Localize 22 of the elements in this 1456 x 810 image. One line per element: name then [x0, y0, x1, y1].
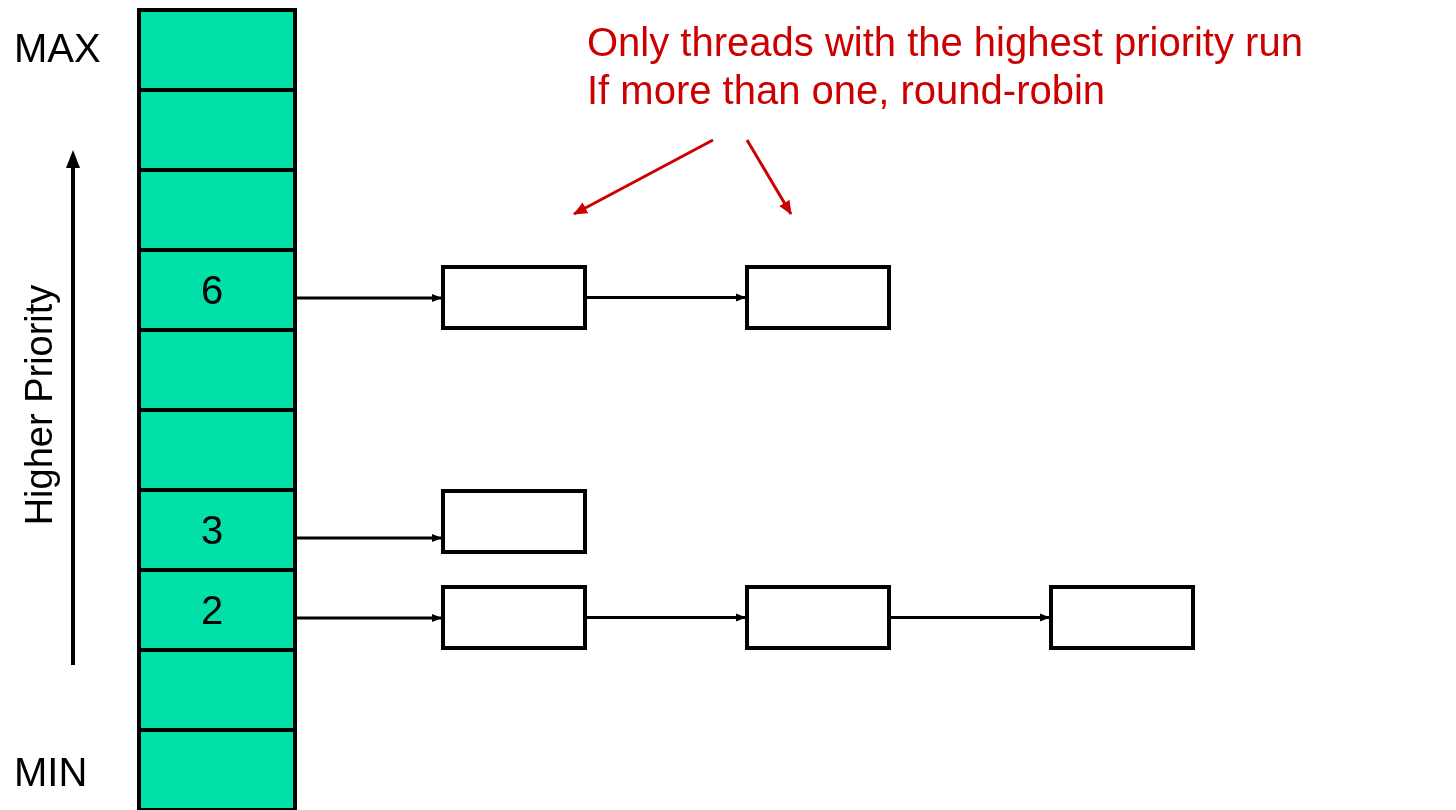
arrow [297, 534, 442, 542]
arrow [297, 294, 442, 302]
arrow [587, 293, 746, 302]
thread-box [441, 265, 587, 330]
arrow [573, 138, 714, 216]
arrow [891, 613, 1050, 622]
max-label: MAX [14, 28, 101, 68]
priority-number: 3 [200, 510, 224, 550]
thread-box [745, 585, 891, 650]
arrow [745, 139, 793, 215]
axis-label: Higher Priority [20, 284, 58, 526]
priority-number: 2 [200, 590, 224, 630]
thread-box [441, 489, 587, 554]
thread-box [441, 585, 587, 650]
arrow [297, 614, 442, 622]
annotation-text: Only threads with the highest priority run [587, 19, 1304, 66]
thread-box [1049, 585, 1195, 650]
arrow [587, 613, 746, 622]
priority-number: 6 [200, 270, 224, 310]
min-label: MIN [14, 752, 88, 792]
annotation-text: If more than one, round-robin [587, 67, 1107, 114]
thread-box [745, 265, 891, 330]
